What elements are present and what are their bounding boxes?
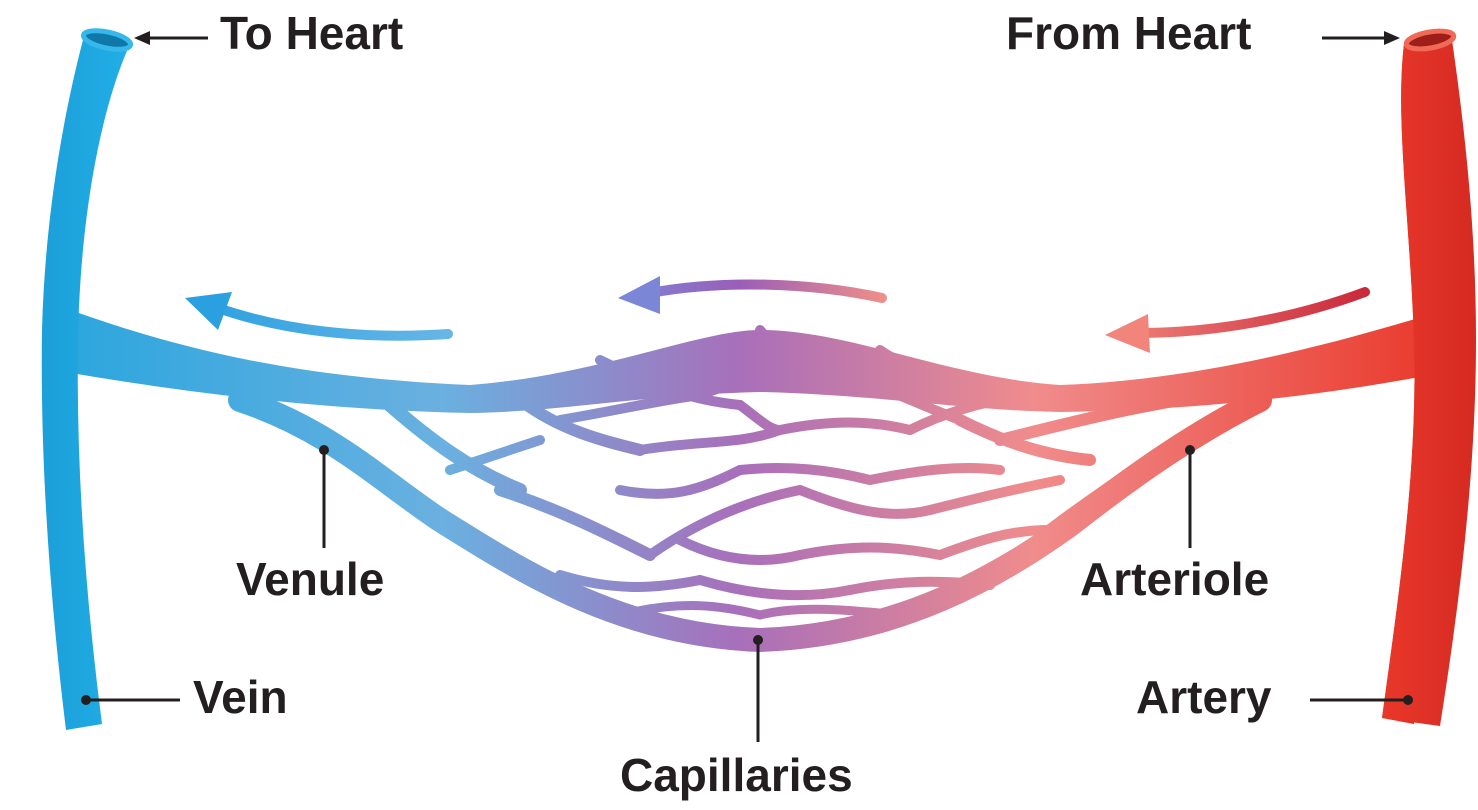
label-artery: Artery [1136,674,1272,720]
flow-arrow-capillary [618,276,882,314]
label-from-heart: From Heart [1006,10,1251,56]
label-capillaries: Capillaries [620,752,853,798]
label-venule: Venule [236,556,384,602]
label-arteriole: Arteriole [1080,556,1269,602]
vein-vessel [42,36,130,730]
artery-body-fill [1382,40,1476,726]
label-to-heart: To Heart [220,10,403,56]
flow-arrow-venous [185,292,448,336]
label-vein: Vein [193,674,288,720]
